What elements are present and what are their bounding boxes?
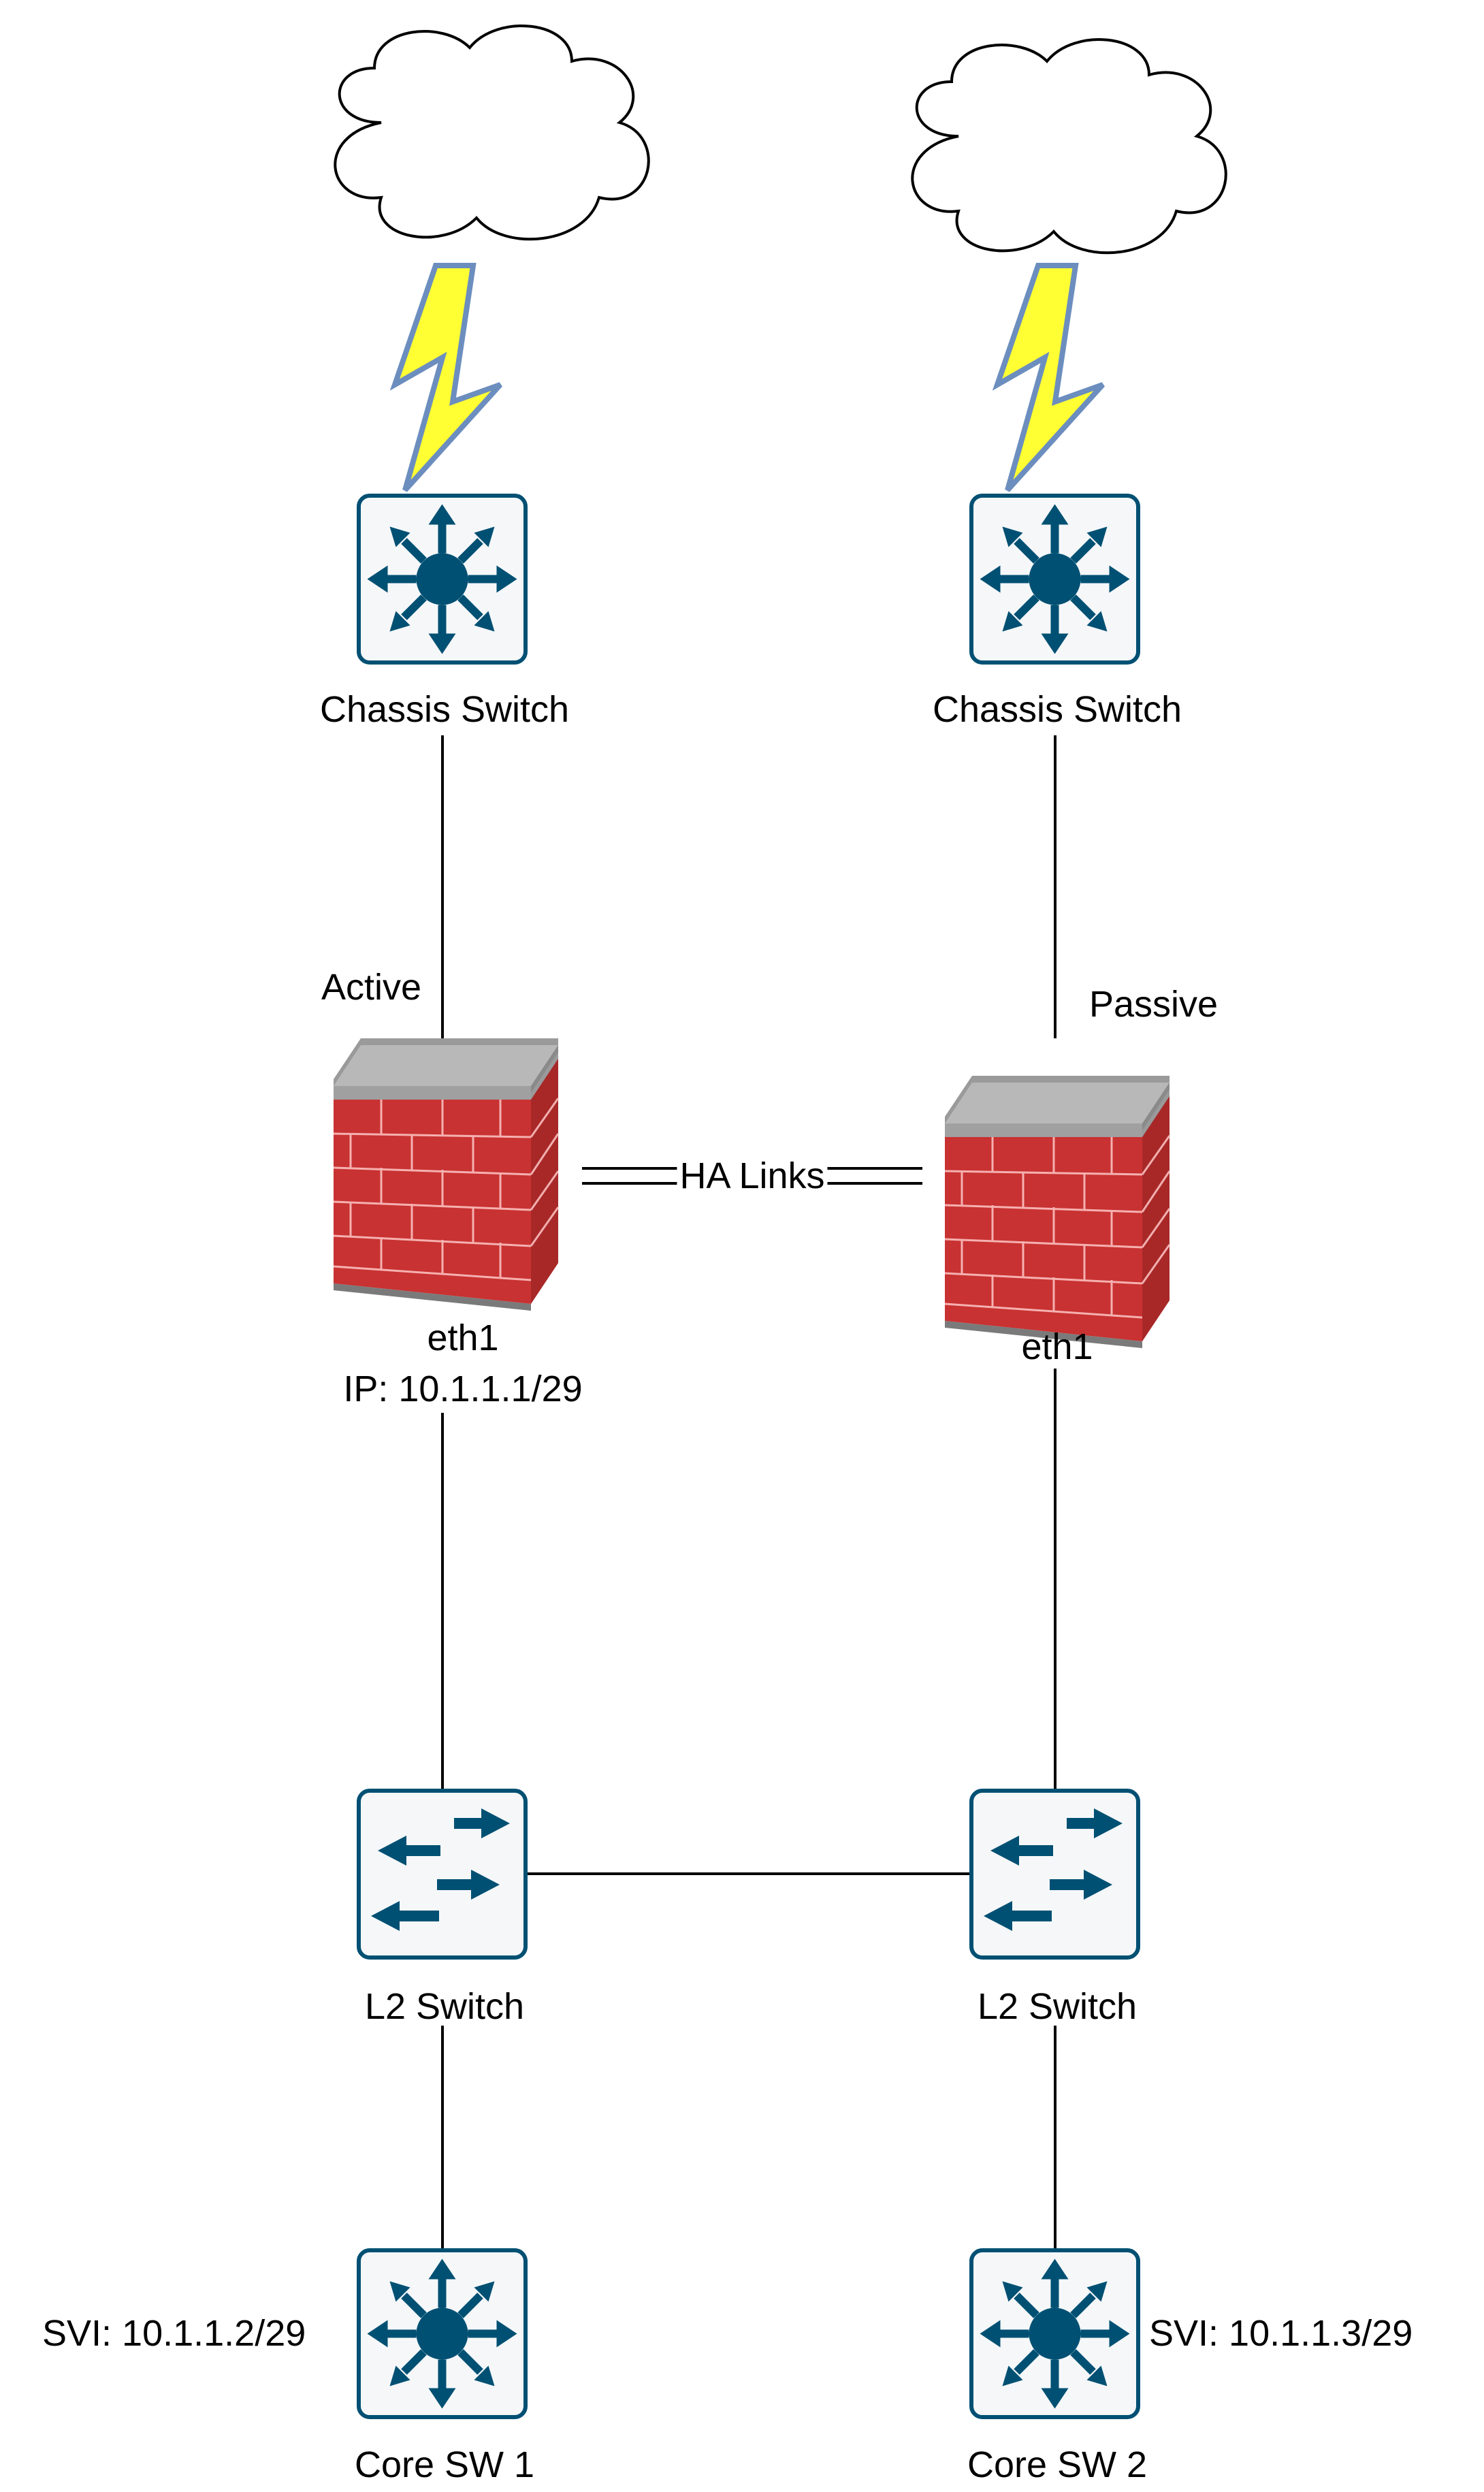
l2-switch-icon	[971, 1791, 1138, 1958]
fw-left-state-label: Active	[321, 967, 422, 1008]
connection-lines	[441, 735, 1056, 2250]
cloud-icon	[911, 37, 1227, 255]
l2-switch-right-label: L2 Switch	[977, 1986, 1138, 2027]
core-sw2-svi-label: SVI: 10.1.1.3/29	[1149, 2313, 1413, 2354]
firewall-icon	[943, 1074, 1171, 1349]
multilayer-switch-icon	[971, 496, 1138, 662]
multilayer-switch-icon	[971, 2250, 1138, 2417]
cloud-icon	[334, 24, 650, 241]
multilayer-switch-icon	[359, 496, 526, 662]
lightning-bolt-icon	[395, 266, 500, 490]
l2-switch-icon	[359, 1791, 526, 1958]
firewall-icon	[332, 1037, 560, 1312]
core-sw1-label: Core SW 1	[354, 2444, 535, 2485]
fw-left-ip-label: IP: 10.1.1.1/29	[343, 1369, 583, 1409]
core-sw1-svi-label: SVI: 10.1.1.2/29	[42, 2313, 306, 2354]
core-sw2-label: Core SW 2	[967, 2444, 1148, 2485]
fw-right-iface-label: eth1	[1021, 1326, 1093, 1367]
l2-switch-left-label: L2 Switch	[364, 1986, 525, 2027]
chassis-switch-right-label: Chassis Switch	[932, 689, 1182, 730]
multilayer-switch-icon	[359, 2250, 526, 2417]
lightning-bolt-icon	[997, 266, 1103, 490]
fw-left-iface-label: eth1	[427, 1317, 499, 1358]
fw-right-state-label: Passive	[1089, 984, 1219, 1025]
ha-links-label: HA Links	[677, 1154, 828, 1198]
chassis-switch-left-label: Chassis Switch	[319, 689, 570, 730]
